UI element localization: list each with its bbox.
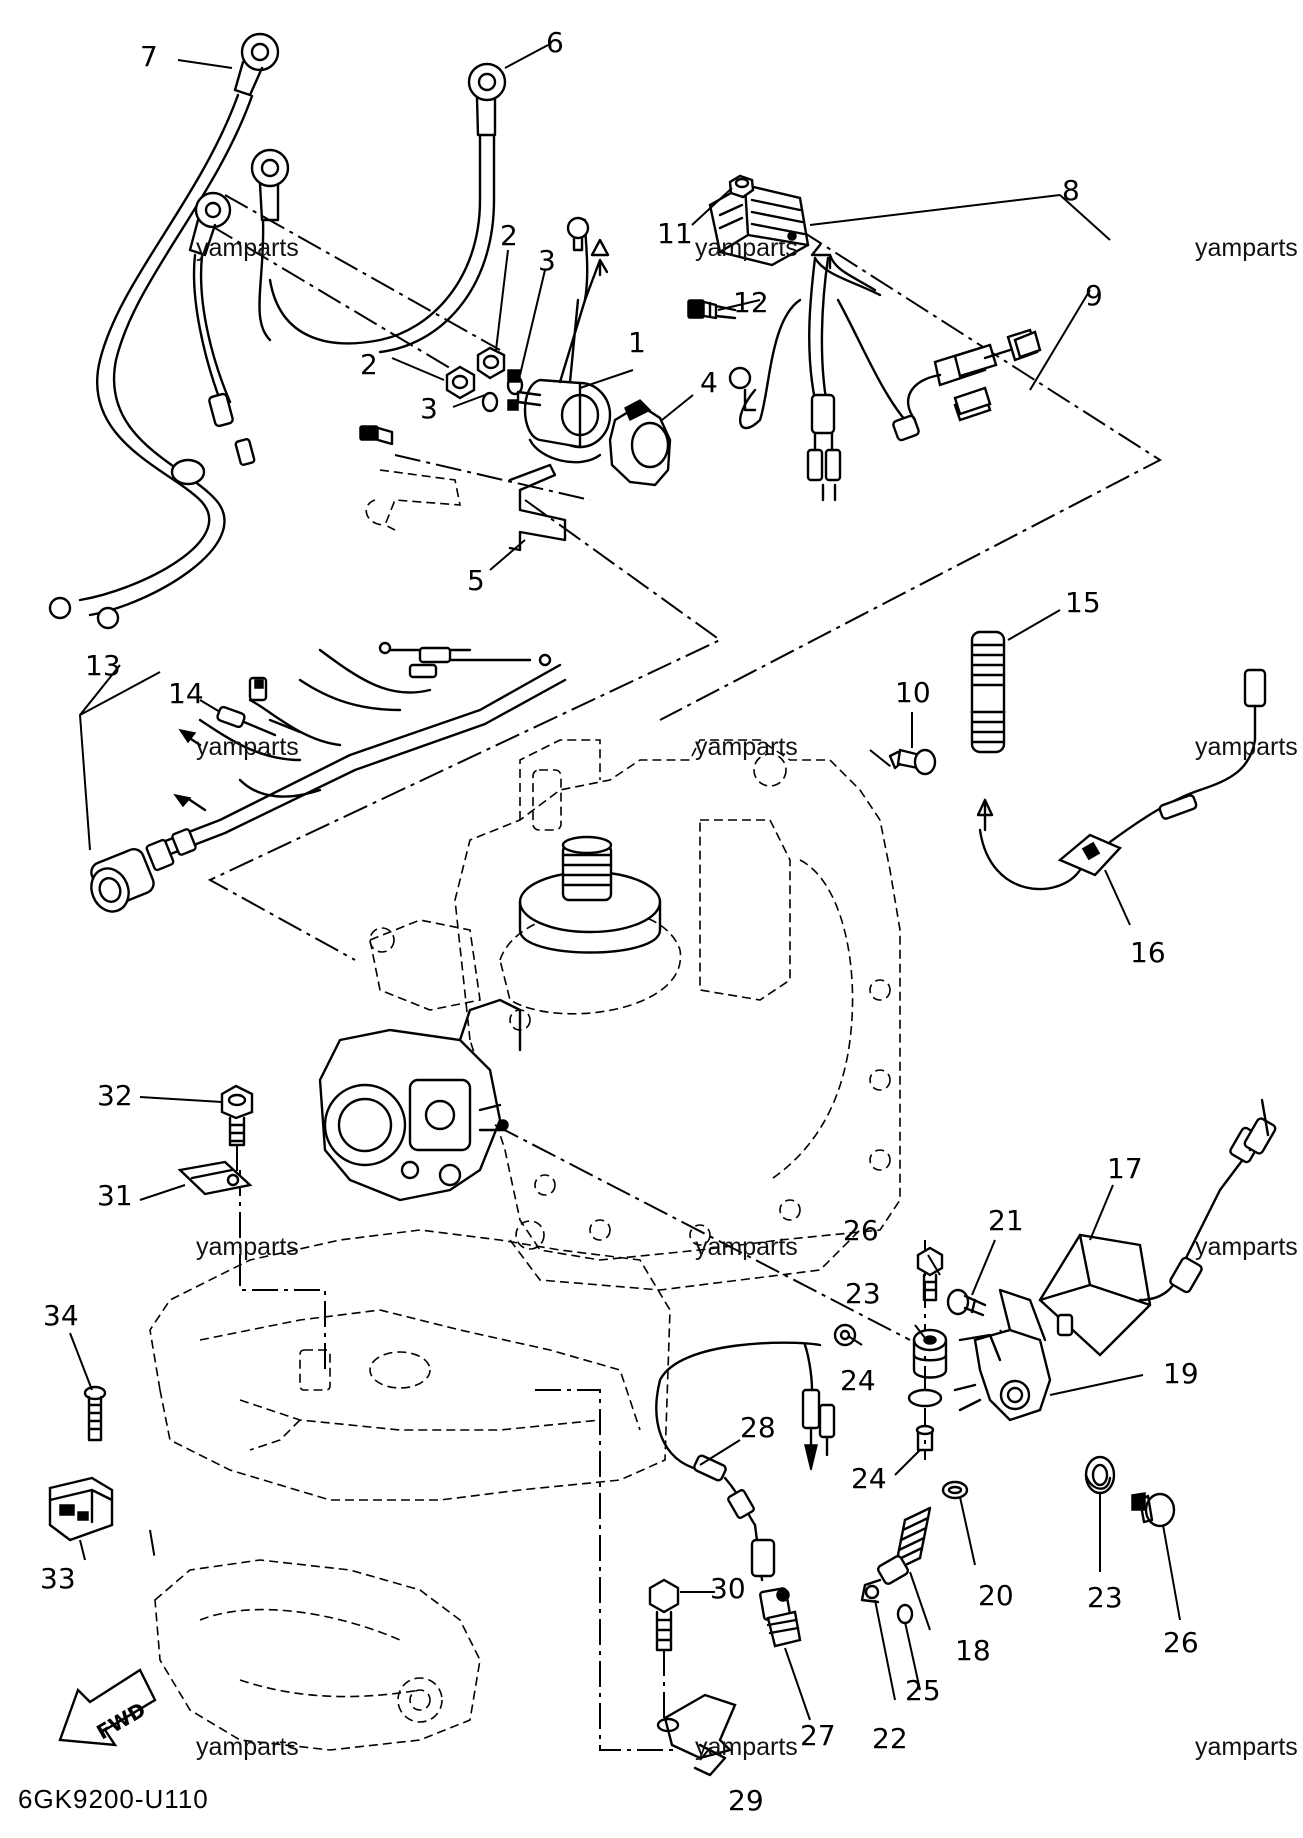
callout-9: 9 <box>1085 279 1103 312</box>
diagram-code: 6GK9200-U110 <box>18 1784 209 1814</box>
callout-24-b: 24 <box>851 1462 887 1495</box>
bolt-30 <box>648 1578 680 1718</box>
grommet-23-lower <box>1084 1455 1116 1495</box>
rectifier-harness <box>728 256 920 502</box>
callout-3: 3 <box>538 244 556 277</box>
screw-21 <box>946 1288 987 1317</box>
lower-unit-phantom <box>154 1559 481 1751</box>
callout-14: 14 <box>168 677 204 710</box>
watermark-text: yamparts <box>1195 1233 1298 1261</box>
watermark-text: yamparts <box>695 733 798 761</box>
callout-31: 31 <box>97 1179 133 1212</box>
sensor-27 <box>759 1587 802 1648</box>
starter-cable-6 <box>268 62 507 354</box>
clip-20 <box>941 1480 969 1500</box>
fuse-holder-9 <box>906 328 1042 422</box>
callout-18: 18 <box>955 1634 991 1667</box>
callout-2: 2 <box>500 219 518 252</box>
callout-2-b: 2 <box>360 348 378 381</box>
watermark-text: yamparts <box>695 1233 798 1261</box>
callout-24: 24 <box>840 1364 876 1397</box>
callout-26: 26 <box>843 1214 879 1247</box>
callout-22: 22 <box>872 1722 908 1755</box>
main-harness-13 <box>90 641 567 913</box>
crankshaft-top <box>518 835 662 954</box>
callout-5: 5 <box>467 564 485 597</box>
watermark-text: yamparts <box>196 1233 299 1261</box>
bolt-12 <box>687 299 737 320</box>
bottom-cowling-phantom <box>149 1229 671 1501</box>
callout-12: 12 <box>733 286 769 319</box>
bracket-29 <box>656 1693 737 1777</box>
oring-25 <box>896 1603 914 1625</box>
callout-7: 7 <box>140 40 158 73</box>
relay-cable <box>250 148 290 342</box>
callout-17: 17 <box>1107 1152 1143 1185</box>
callout-leaders <box>69 44 1181 1761</box>
callout-numbers: 1 2 2 3 3 4 5 6 7 8 9 10 11 12 13 14 15 … <box>40 26 1199 1817</box>
callout-4: 4 <box>700 366 718 399</box>
watermark-text: yamparts <box>196 1733 299 1761</box>
coil-17 <box>1038 1098 1277 1357</box>
starter-relay-1 <box>507 216 612 464</box>
collar-24-lower <box>907 1388 943 1452</box>
rod-end-22 <box>860 1555 909 1604</box>
callout-10: 10 <box>895 676 931 709</box>
wire-28 <box>655 1341 836 1582</box>
nut-2-upper <box>476 346 506 380</box>
callout-23: 23 <box>845 1277 881 1310</box>
connector-14 <box>216 705 277 737</box>
ground-cable <box>188 191 256 466</box>
callout-25: 25 <box>905 1674 941 1707</box>
watermarks: yamparts yamparts yamparts yamparts yamp… <box>196 234 1298 1761</box>
callout-13: 13 <box>85 649 121 682</box>
bolt-26-lower <box>1131 1492 1176 1528</box>
collar-24-upper <box>833 1323 857 1347</box>
callout-26-b: 26 <box>1163 1626 1199 1659</box>
callout-27: 27 <box>800 1719 836 1752</box>
callout-15: 15 <box>1065 586 1101 619</box>
callout-30: 30 <box>710 1572 746 1605</box>
callout-32: 32 <box>97 1079 133 1112</box>
callout-23-b: 23 <box>1087 1581 1123 1614</box>
relay-bracket-5 <box>359 425 567 552</box>
watermark-text: yamparts <box>1195 1733 1298 1761</box>
callout-28: 28 <box>740 1411 776 1444</box>
watermark-text: yamparts <box>695 1733 798 1761</box>
stud-15 <box>970 630 1006 754</box>
watermark-text: yamparts <box>1195 234 1298 262</box>
callout-16: 16 <box>1130 936 1166 969</box>
callout-33: 33 <box>40 1562 76 1595</box>
callout-19: 19 <box>1163 1357 1199 1390</box>
bolt-32 <box>220 1084 254 1172</box>
plate-31 <box>177 1160 253 1196</box>
callout-11: 11 <box>657 217 693 250</box>
callout-20: 20 <box>978 1579 1014 1612</box>
callout-6: 6 <box>546 26 564 59</box>
watermark-text: yamparts <box>196 234 299 262</box>
callout-21: 21 <box>988 1204 1024 1237</box>
grommet-23-upper <box>912 1328 948 1379</box>
nut-11 <box>728 174 755 199</box>
fwd-arrow-icon: FWD <box>58 1668 157 1747</box>
bolt-10 <box>888 748 937 776</box>
carburetor <box>318 998 522 1202</box>
bracket-19 <box>953 1288 1052 1422</box>
connector-33 <box>48 1476 114 1542</box>
battery-cable-7 <box>48 32 280 630</box>
callout-3-b: 3 <box>420 392 438 425</box>
relay-boot-4 <box>608 399 672 487</box>
thermo-switch-16 <box>976 668 1267 891</box>
nut-2-lower <box>445 365 476 400</box>
engine-block-phantom <box>369 739 901 1291</box>
screw-34 <box>83 1385 107 1442</box>
callout-34: 34 <box>43 1299 79 1332</box>
watermark-text: yamparts <box>1195 733 1298 761</box>
callout-8: 8 <box>1062 174 1080 207</box>
watermark-text: yamparts <box>695 234 798 262</box>
watermark-text: yamparts <box>196 733 299 761</box>
callout-1: 1 <box>628 326 646 359</box>
callout-29: 29 <box>728 1784 764 1817</box>
